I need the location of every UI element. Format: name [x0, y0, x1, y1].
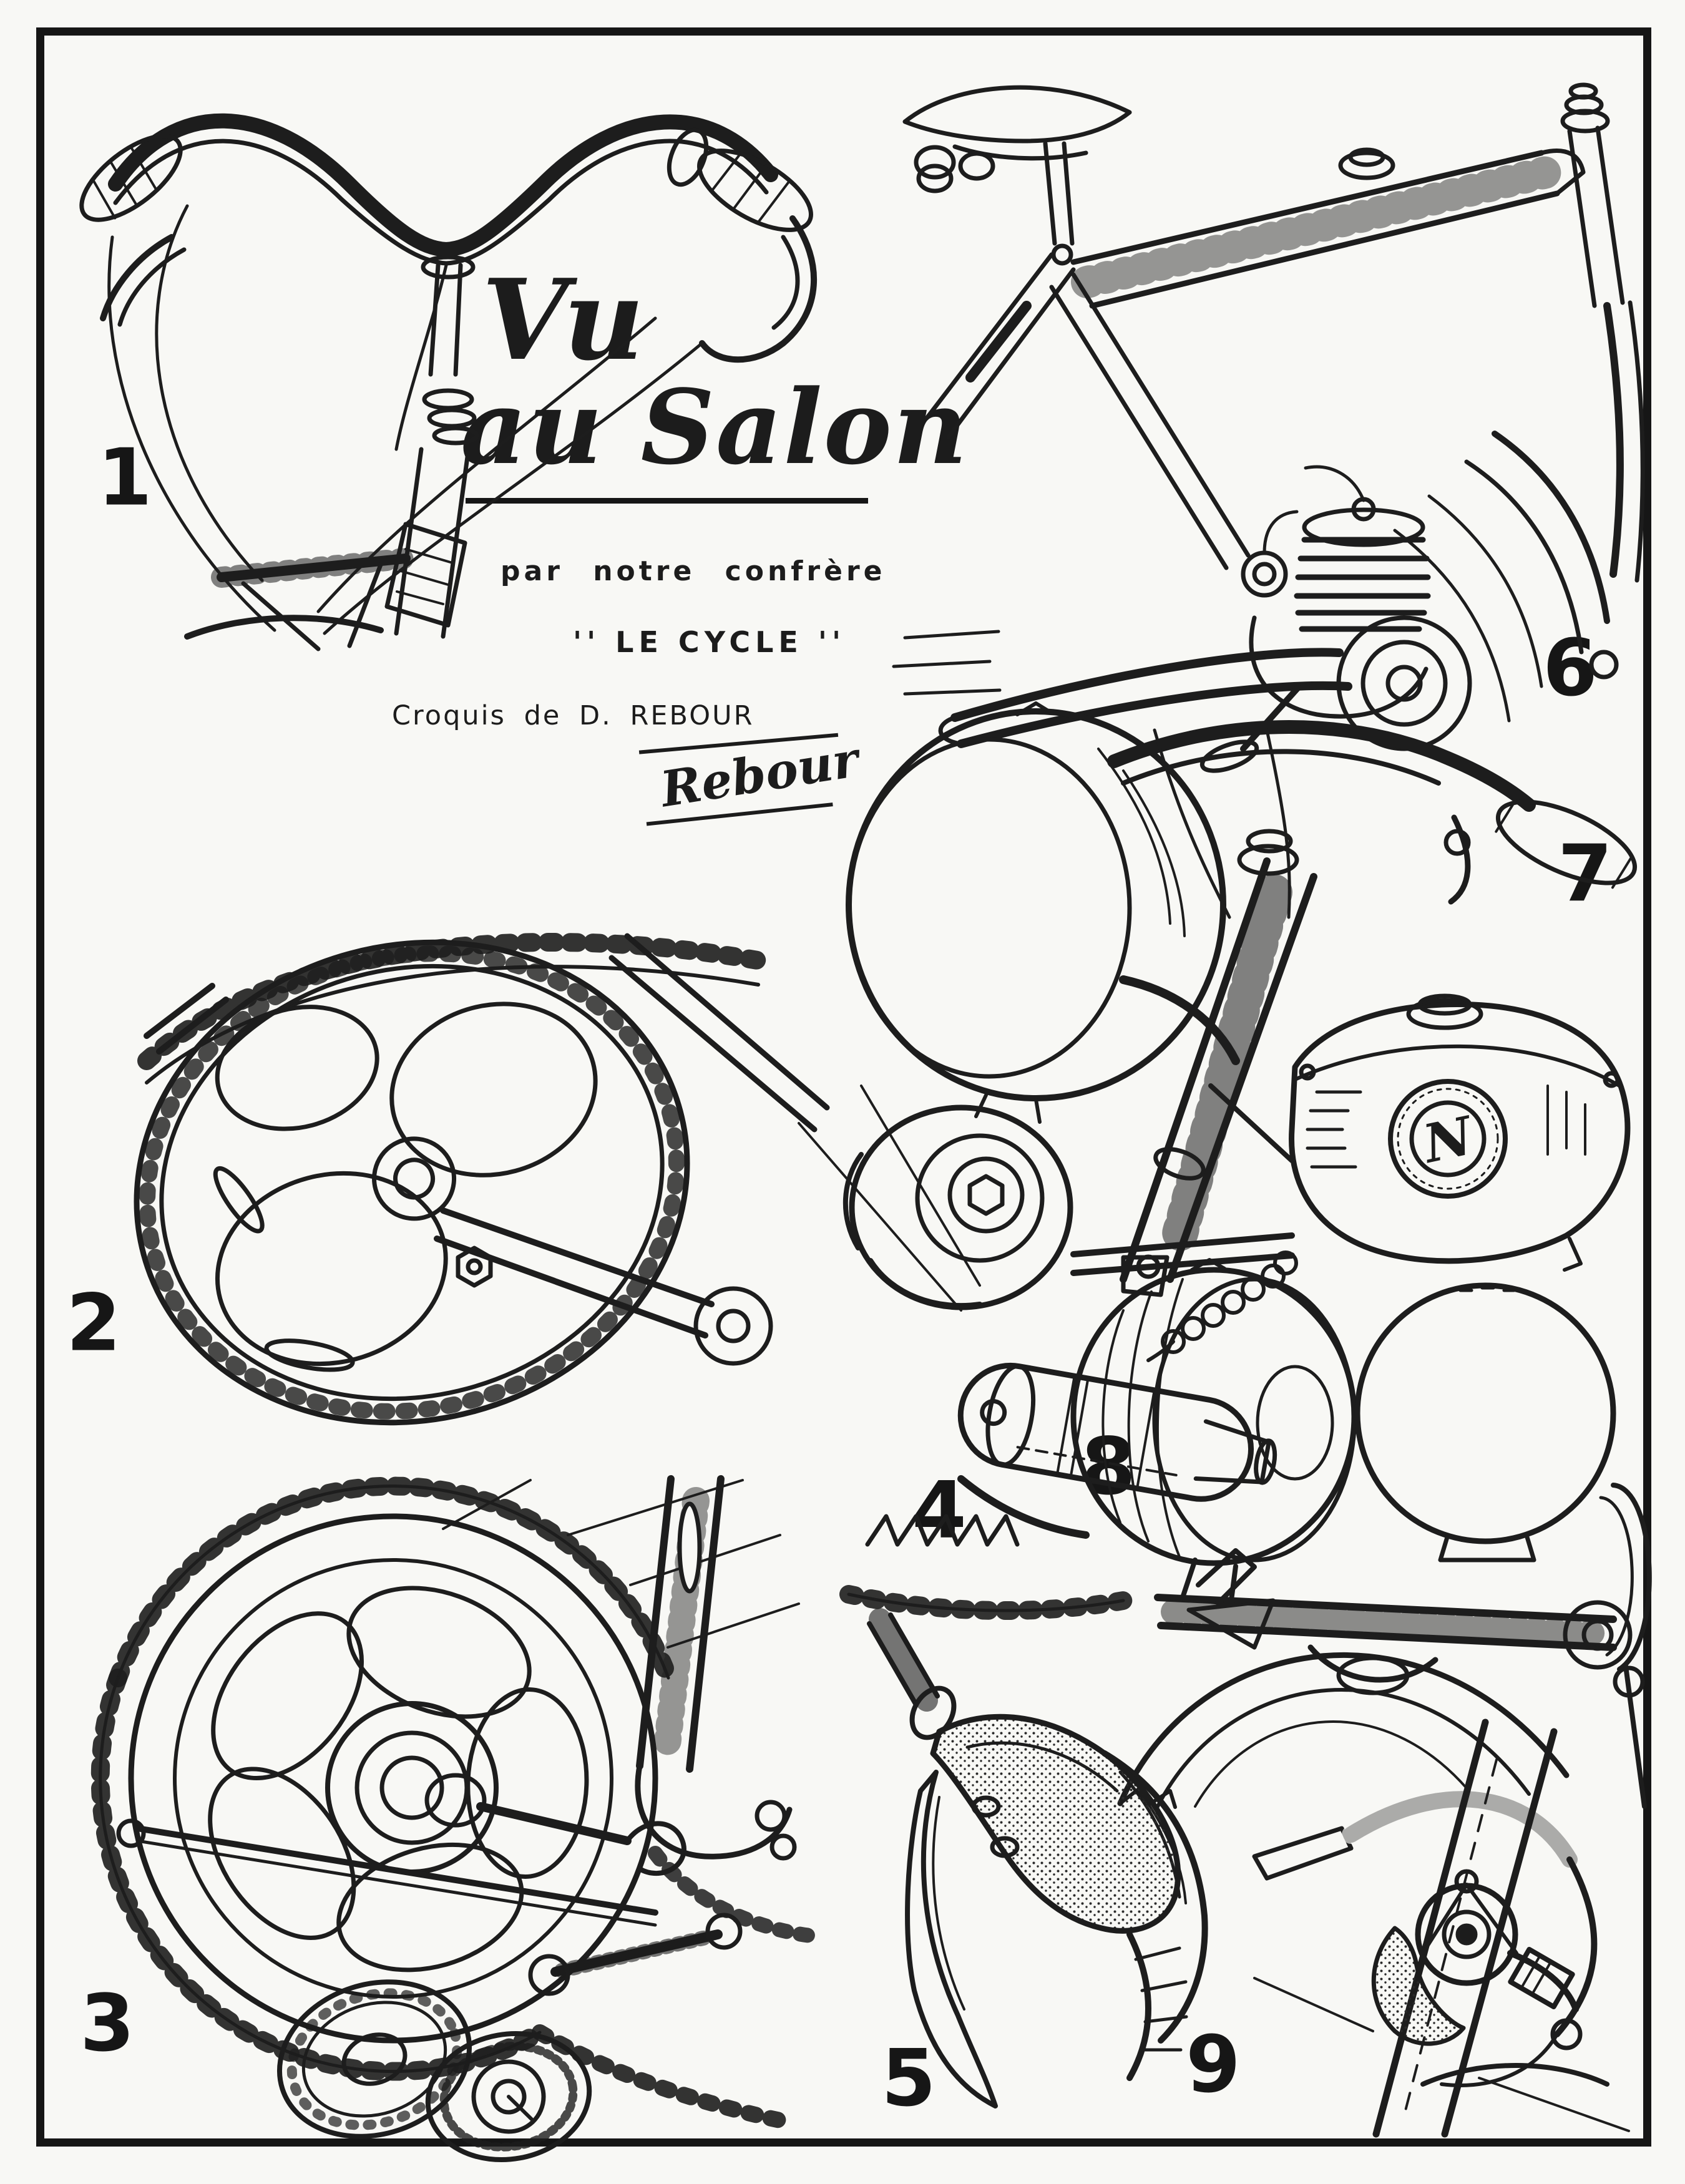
- chainring-teeth: [839, 1475, 1133, 1620]
- petcock: [1563, 1237, 1583, 1272]
- fuel-filler-cap: [1338, 150, 1395, 180]
- crossbar: [1154, 1548, 1645, 1698]
- figure-5-number: 5: [881, 2032, 936, 2124]
- right-lamp: [1354, 1282, 1616, 1562]
- handlebar: [1107, 720, 1638, 919]
- figure-7-sketch: N: [846, 701, 1638, 1283]
- saddle: [902, 85, 1132, 193]
- page-border-frame: [36, 27, 1651, 2147]
- tank-badge: N: [1388, 1079, 1508, 1199]
- frame-tube: [608, 933, 830, 1133]
- figure-6-sketch: [892, 82, 1645, 773]
- caliper: [1371, 1869, 1609, 2087]
- lever-body: [930, 1714, 1181, 1934]
- mount-bracket: [1070, 1232, 1295, 1297]
- figure-5-sketch: [867, 1608, 1208, 2108]
- fuel-tank: [1289, 993, 1631, 1272]
- chainring: [134, 939, 690, 1426]
- page-title-line2: au Salon: [461, 367, 969, 487]
- figure-2-number: 2: [66, 1277, 121, 1369]
- main-beam: [1070, 147, 1586, 309]
- small-hub-front: [276, 1979, 472, 2139]
- figure-3-number: 3: [80, 1977, 135, 2069]
- credit-line: Croquis de D. REBOUR: [392, 700, 755, 731]
- variator-disc: [842, 1104, 1073, 1310]
- seat-post: [1043, 141, 1075, 266]
- small-hub-bearing: [425, 2030, 592, 2163]
- figure-4-sketch: [798, 1083, 1298, 1620]
- hub: [325, 1701, 686, 1876]
- left-lamp: [1070, 1258, 1357, 1650]
- title-underline: [466, 498, 868, 504]
- down-tube: [1049, 272, 1251, 570]
- braided-cable: [1342, 1790, 1598, 2087]
- figure-2-sketch: [134, 932, 830, 1426]
- right-brake-lever: [699, 215, 818, 363]
- figure-8-number: 8: [1081, 1420, 1136, 1513]
- front-fender-and-wheel: [1393, 431, 1619, 723]
- head-tube-and-fork: [1560, 82, 1645, 583]
- tank-cap: [1406, 998, 1483, 1030]
- page-title-line1: Vu: [482, 255, 647, 385]
- figure-1-sketch: [79, 113, 818, 651]
- lever-blade: [905, 1770, 1020, 2108]
- figure-9-sketch: [1252, 1718, 1630, 2138]
- front-rack: [184, 548, 416, 651]
- figure-3-sketch: [90, 1475, 818, 2163]
- lamp-bracket: [1119, 975, 1240, 1065]
- subtitle: par notre confrère: [501, 555, 886, 587]
- head-tube: [394, 447, 471, 639]
- tube-stub: [1252, 1826, 1354, 1881]
- crank-bolt: [456, 1246, 493, 1288]
- crank-arm: [434, 1207, 773, 1366]
- fork-tube: [1119, 829, 1317, 1283]
- figure-6-number: 6: [1543, 622, 1598, 714]
- seat-stay: [635, 1475, 818, 1943]
- dynamo-body: [957, 1362, 1277, 1502]
- brake-cable: [867, 1608, 957, 1740]
- stem: [421, 255, 479, 446]
- left-brake-lever: [100, 234, 187, 327]
- publication-name: '' LE CYCLE '': [573, 625, 846, 659]
- figure-9-number: 9: [1186, 2018, 1241, 2110]
- front-fender: [1117, 1652, 1570, 1809]
- handlebar-bar: [108, 113, 778, 266]
- tank-badge-n-icon: N: [1417, 1104, 1480, 1175]
- belt-guard: [892, 630, 1352, 748]
- left-grip: [79, 134, 183, 222]
- fork-blade: [1372, 1718, 1558, 2138]
- right-grip: [697, 149, 813, 232]
- figure-8-sketch: [1070, 1258, 1652, 1809]
- axle-rod: [116, 1818, 743, 1996]
- seat-tube-stub: [144, 983, 229, 1055]
- seat-stay: [924, 252, 1076, 439]
- pedal-crank: [1199, 685, 1301, 773]
- grip-ferrule: [667, 127, 709, 187]
- wire-stay: [1599, 1483, 1652, 1809]
- spokes: [442, 1479, 800, 1649]
- right-grip: [1495, 799, 1638, 889]
